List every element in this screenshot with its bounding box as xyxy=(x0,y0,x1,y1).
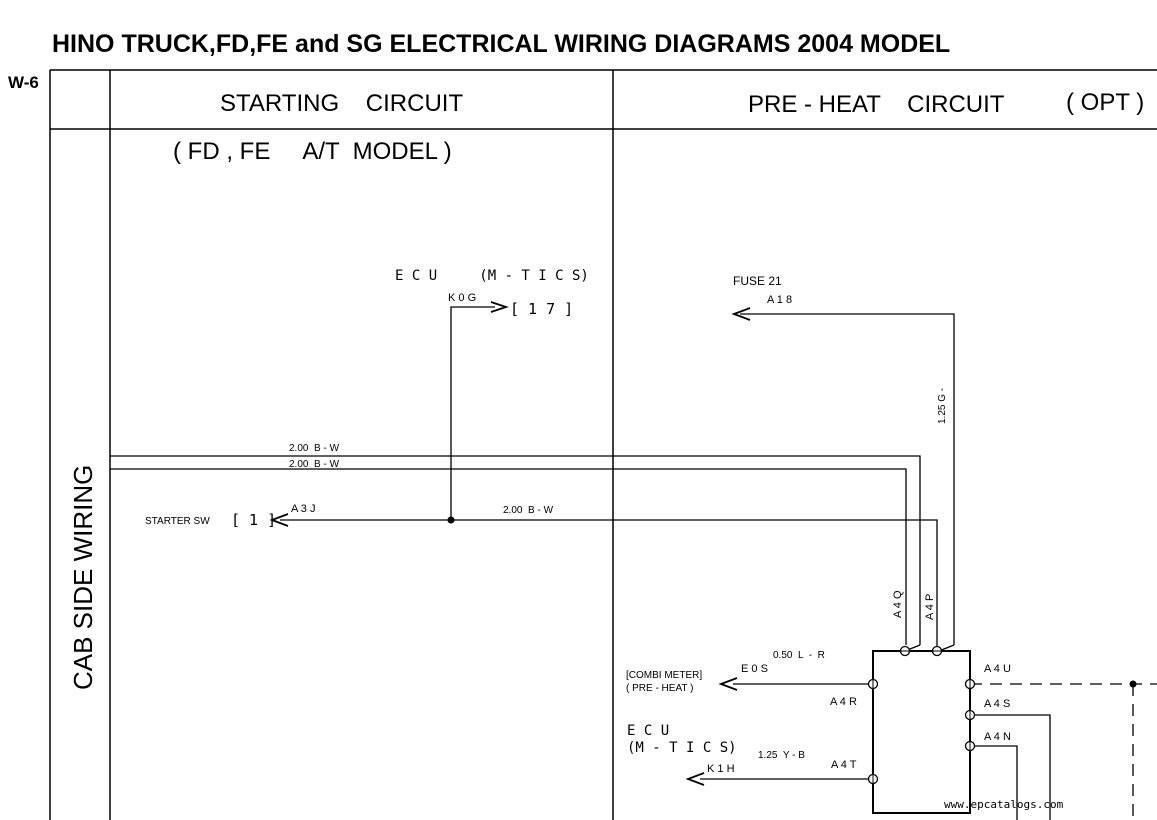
starting-circuit-wires xyxy=(110,306,938,645)
starter-sw-label: STARTER SW xyxy=(145,516,210,527)
combi-meter-label: [COMBI METER] xyxy=(626,670,702,681)
a4q-label: A 4 Q xyxy=(892,590,904,618)
k1h-label: K 1 H xyxy=(707,763,735,775)
ecu-label-bottom: E C U xyxy=(627,723,669,739)
a4u-label: A 4 U xyxy=(984,663,1011,675)
a4r-label: A 4 R xyxy=(830,696,857,708)
mtics-label-bottom: (M - T I C S) xyxy=(627,740,737,756)
side-label: CAB SIDE WIRING xyxy=(68,465,98,690)
arrow-to-combi-meter-icon xyxy=(718,677,738,691)
a4s-label: A 4 S xyxy=(984,698,1010,710)
dashed-junction xyxy=(1129,680,1137,688)
wire-050lr-label: 0.50 L - R xyxy=(773,650,825,661)
arrow-to-starter-icon xyxy=(269,513,289,527)
preheat-controller-box xyxy=(872,650,971,814)
k0g-label: K 0 G xyxy=(448,292,476,304)
wire-125yb-label: 1.25 Y - B xyxy=(758,750,805,761)
page-code: W-6 xyxy=(8,73,39,92)
page-title: HINO TRUCK,FD,FE and SG ELECTRICAL WIRIN… xyxy=(52,30,950,58)
terminal-a4s xyxy=(964,709,976,721)
wire-125g-label: 1.25 G - xyxy=(937,388,948,424)
a18-label: A 1 8 xyxy=(767,294,792,306)
arrow-to-fuse-icon xyxy=(731,307,751,321)
preheat-circuit-header: PRE - HEAT CIRCUIT xyxy=(748,91,1005,118)
a4n-label: A 4 N xyxy=(984,731,1011,743)
terminal-a4p xyxy=(931,645,943,657)
ecu-label-top: E C U (M - T I C S) xyxy=(395,268,589,284)
pin17-label: [ 1 7 ] xyxy=(510,300,573,318)
arrow-to-ecu-icon xyxy=(490,301,509,313)
table-frame xyxy=(49,69,1157,820)
starting-circuit-header: STARTING CIRCUIT xyxy=(220,90,463,117)
terminal-a4n xyxy=(964,740,976,752)
terminal-a4t xyxy=(867,773,879,785)
a3j-label: A 3 J xyxy=(291,503,315,515)
terminal-a4q xyxy=(899,645,911,657)
arrow-to-ecu-bottom-icon xyxy=(685,772,705,786)
wire-bw-label-3: 2.00 B - W xyxy=(503,505,554,516)
terminal-a4r xyxy=(867,678,879,690)
wire-bw-label-2: 2.00 B - W xyxy=(289,459,340,470)
watermark: www.epcatalogs.com xyxy=(944,798,1064,811)
wire-junction xyxy=(447,516,455,524)
pre-heat-label: ( PRE - HEAT ) xyxy=(626,683,693,694)
a4p-label: A 4 P xyxy=(924,594,936,620)
wire-bw-label-1: 2.00 B - W xyxy=(289,443,340,454)
model-subheader: ( FD , FE A/T MODEL ) xyxy=(173,138,452,165)
option-marker: ( OPT ) xyxy=(1066,89,1144,116)
terminal-a4u xyxy=(964,678,976,690)
fuse-wire xyxy=(740,313,955,645)
e0s-label: E 0 S xyxy=(741,663,768,675)
fuse21-label: FUSE 21 xyxy=(733,274,782,288)
pin1-label: [ 1 ] xyxy=(231,511,276,529)
a4t-label: A 4 T xyxy=(831,759,857,771)
